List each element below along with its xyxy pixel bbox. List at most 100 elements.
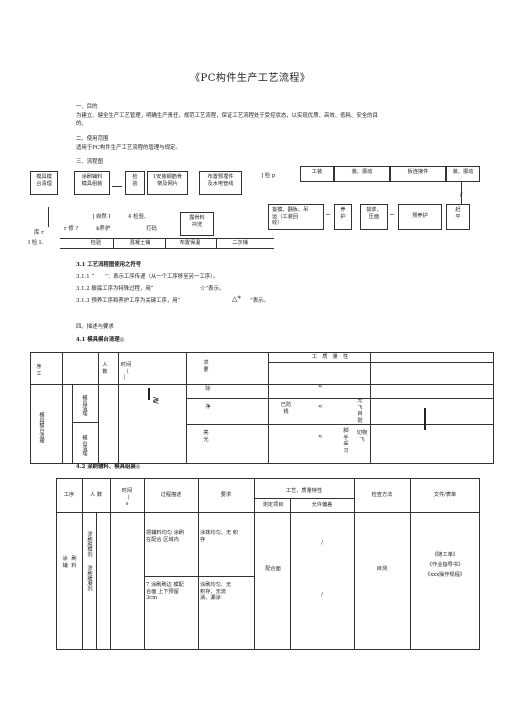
approx-icon: ≈ bbox=[318, 434, 323, 440]
t1-cell-remove: 除 bbox=[205, 386, 211, 392]
t2-h-doc: 文件/表单 bbox=[433, 492, 457, 498]
t1-cell-bright: 亮 光 bbox=[203, 430, 209, 443]
table-rule bbox=[290, 498, 291, 650]
approx-icon: ≈ bbox=[318, 404, 323, 410]
table-rule bbox=[56, 512, 480, 513]
flow-step-cure: 养 护 bbox=[334, 204, 352, 230]
t2-sub1: 涂刷脱模剂 bbox=[86, 531, 93, 557]
t1-cell-clean: 净 bbox=[205, 404, 211, 410]
flow-step-connector: 板连接件 bbox=[390, 166, 446, 182]
t1-row-label: 模具模台清理 bbox=[38, 412, 45, 444]
t1-row-platform: 模台清理 bbox=[81, 434, 88, 456]
table-rule bbox=[410, 478, 411, 650]
symbols-heading: 3.1 工艺流程图使用之符号 bbox=[76, 262, 142, 268]
section-1-heading: 一、目的 bbox=[76, 104, 98, 110]
flow-step-rebar-install: 1安装钢筋骨 架及网片 bbox=[147, 171, 188, 195]
table-rule bbox=[370, 352, 371, 464]
flow-step-press: 拔浆、 压面 bbox=[360, 204, 388, 230]
flow-step-concrete-1: 混凝土铺 bbox=[129, 240, 151, 246]
t2-h-time: 时间 （ s bbox=[121, 488, 133, 507]
flow-step-demold: 拔模、翻板、吊 运（工装回 收） bbox=[268, 204, 324, 230]
symbol-special-a: 3.1.2 振捣工序为特殊过程，用“ bbox=[76, 286, 154, 292]
approx-icon: ≈ bbox=[318, 384, 323, 390]
table-mold-clean bbox=[30, 352, 494, 464]
t2-method: 目测 bbox=[376, 566, 388, 572]
triangle-icon: △* bbox=[232, 295, 241, 303]
bar-icon bbox=[148, 388, 150, 400]
flow-step-embedded-parts: 布置预埋件 及水电管线 bbox=[199, 171, 242, 195]
flow-divider bbox=[165, 238, 166, 248]
arrow-left-icon: ← bbox=[390, 212, 395, 218]
table-rule bbox=[118, 352, 119, 464]
table-rule bbox=[254, 478, 255, 650]
t2-desc1: 把辅料均匀 涂刷 在配合 区域内 bbox=[146, 530, 184, 543]
bar-icon bbox=[424, 408, 426, 430]
flow-divider bbox=[216, 238, 217, 248]
flow-step-inspect-3: 检验 bbox=[90, 240, 102, 246]
t1-cell-rustproof: 已防 锈 bbox=[280, 402, 292, 415]
flow-connector-line bbox=[461, 182, 462, 204]
flow-label-natural: ] 自然 I bbox=[92, 214, 111, 220]
sigma-icon: ≷ bbox=[152, 396, 160, 406]
table-rule bbox=[72, 422, 98, 423]
flow-label-cure: $养护 bbox=[96, 226, 111, 232]
symbol-key-b: ”表示。 bbox=[250, 298, 269, 304]
flow-step-vibrate-2: 装、振动 bbox=[446, 166, 480, 182]
flow-step-inspect-1: 检 验 bbox=[125, 171, 145, 195]
section-1-body-line1: 为建立、健全生产工艺管理，明确生产责任，规范工艺流程，保证工艺流程处于受控状态，… bbox=[76, 113, 378, 119]
table-rule bbox=[268, 362, 494, 363]
flow-label-marking: 打码 bbox=[146, 226, 157, 232]
table-rule bbox=[98, 352, 99, 464]
page-title: 《PC构件生产工艺流程》 bbox=[190, 73, 311, 84]
table-rule bbox=[30, 384, 494, 385]
t1-cell-right1: 无 飞 目 斑 bbox=[357, 398, 363, 424]
symbol-transfer: 3.1.1 “ ”：表示工序传递（从一个工序移至另一工序）。 bbox=[76, 274, 219, 280]
flow-step-mold-clean: 模具模 台清理 bbox=[30, 171, 58, 195]
t1-col-req: 求 要 bbox=[203, 360, 209, 373]
symbol-special-b: ☆”表示。 bbox=[200, 286, 225, 292]
t1-cell-right2: 脚 手 采 习 bbox=[343, 428, 349, 454]
t2-h-method: 检查方法 bbox=[371, 492, 393, 498]
flow-step-wash: 露骨料 冲洗 bbox=[180, 212, 214, 236]
t1-col-time: 时间 （ ） bbox=[120, 362, 132, 381]
t2-req1: 涂抹均匀、无 积 存 bbox=[200, 530, 238, 543]
t2-sub2: 涂刷缓凝剂 bbox=[86, 565, 93, 591]
t1-col-people: 人 数 bbox=[102, 362, 108, 375]
symbol-key-a: 3.1.3 预养工序和养护工序为关键工序，用“ bbox=[76, 298, 181, 304]
flow-label-inspect: ] 检 p bbox=[261, 173, 276, 179]
section-2-body: 适用于PC构件生产工艺流程的管理与规定。 bbox=[76, 145, 181, 151]
flow-label-warehouse: 库 r bbox=[34, 230, 44, 236]
t2-proc: 涂 刷 辅 料 bbox=[62, 556, 78, 569]
flow-step-coating-assembly: 涂刷辅料 模具组装 bbox=[74, 171, 110, 195]
t1-col-process: 序 工 bbox=[36, 364, 42, 377]
section-3-heading: 三、流程图 bbox=[76, 159, 103, 165]
table-rule bbox=[96, 512, 97, 650]
t2-h-req: 要求 bbox=[220, 492, 232, 498]
subsection-4-2: 4.2 涂刷辅料、模具组装◎ bbox=[76, 464, 141, 470]
table-rule bbox=[268, 352, 269, 464]
t2-h-allow: 允许偏差 bbox=[311, 502, 333, 508]
t2-doc: 《随工单》 《作业指导书》 《xxx操作规程》 bbox=[425, 552, 465, 578]
t2-allow1: / bbox=[321, 540, 323, 546]
t1-col-quality: 工 质 量 性 bbox=[311, 354, 349, 360]
table-rule bbox=[254, 498, 354, 499]
table-rule bbox=[186, 352, 187, 464]
flow-step-fixture: 工装 bbox=[300, 166, 334, 182]
table-rule bbox=[144, 576, 254, 577]
section-1-body-line2: 的。 bbox=[76, 121, 87, 127]
t2-item: 配合面 bbox=[265, 566, 281, 572]
table-rule bbox=[186, 424, 494, 425]
t2-allow2: / bbox=[321, 592, 323, 598]
t2-h-people: 人 数 bbox=[89, 492, 103, 498]
flow-step-precure: 预养护 bbox=[398, 204, 442, 230]
t2-desc2: 7 涂刷刷边 模配 合面 上下预留 3cm bbox=[146, 582, 184, 601]
table-rule bbox=[62, 352, 63, 464]
flow-label-repair: r 修 ? bbox=[64, 226, 79, 232]
flow-step-vibrate-1: 装、振动 bbox=[334, 166, 390, 182]
table-rule bbox=[110, 478, 111, 650]
t2-h-quality: 工艺、质量特性 bbox=[285, 488, 323, 494]
t1-row-mold: 模具清理 bbox=[81, 394, 88, 416]
t2-h-desc: 过程描述 bbox=[160, 492, 182, 498]
flow-arrow bbox=[112, 186, 122, 187]
table-coating bbox=[56, 478, 480, 650]
